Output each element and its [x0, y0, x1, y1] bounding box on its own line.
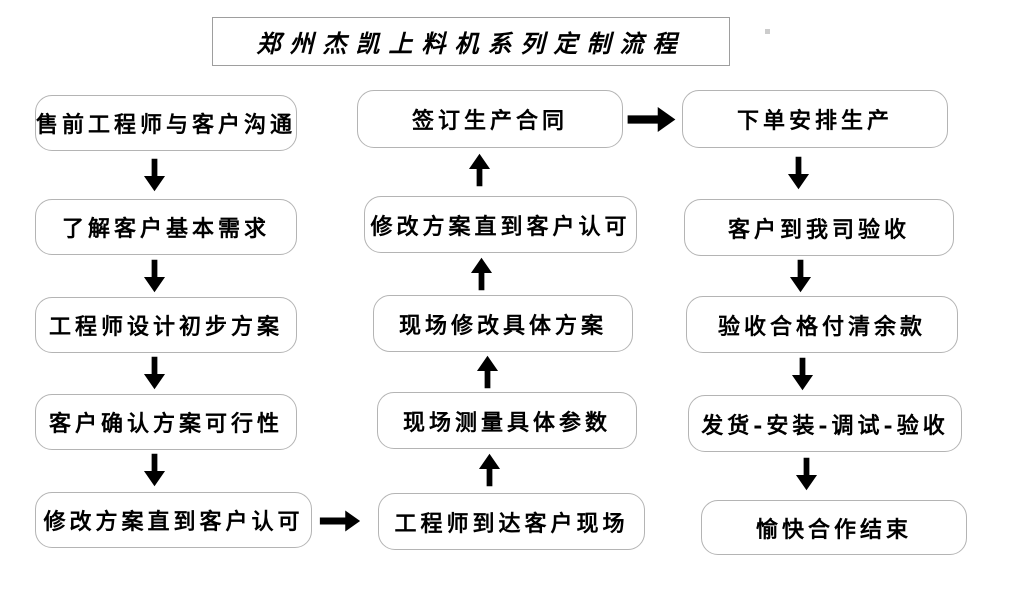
flow-box-label: 了解客户基本需求 — [61, 216, 270, 242]
flow-box-ship-install-debug-accept: 发货-安装-调试-验收 — [688, 395, 962, 452]
arrow-right-icon — [319, 508, 361, 534]
arrow-down-icon — [795, 456, 818, 492]
arrow-down-icon — [143, 258, 166, 294]
arrow-down-icon — [143, 452, 166, 488]
arrow-up-icon — [476, 354, 499, 390]
arrow-up-icon — [468, 152, 491, 188]
flow-box-label: 工程师到达客户现场 — [394, 510, 629, 537]
arrow-down-icon — [143, 355, 166, 391]
flow-box-sign-contract: 签订生产合同 — [357, 90, 623, 148]
arrow-right-icon — [625, 106, 678, 133]
flow-box-label: 客户确认方案可行性 — [48, 411, 283, 437]
flow-box-label: 现场测量具体参数 — [402, 409, 611, 436]
flow-box-confirm-feasibility: 客户确认方案可行性 — [35, 394, 297, 450]
flow-box-label: 发货-安装-调试-验收 — [701, 412, 949, 439]
flow-box-place-order-production: 下单安排生产 — [682, 90, 948, 148]
flow-box-revise-until-approved-left: 修改方案直到客户认可 — [35, 492, 312, 548]
arrow-down-icon — [143, 157, 166, 193]
flow-box-onsite-modify-plan: 现场修改具体方案 — [373, 295, 633, 352]
flow-box-happy-cooperation-end: 愉快合作结束 — [701, 500, 967, 555]
arrow-down-icon — [791, 356, 814, 392]
flow-box-engineer-arrives-site: 工程师到达客户现场 — [378, 493, 645, 550]
flow-box-label: 签订生产合同 — [411, 108, 568, 134]
flow-box-revise-until-approved-middle: 修改方案直到客户认可 — [364, 196, 637, 253]
page-title: 郑州杰凯上料机系列定制流程 — [256, 29, 686, 58]
arrow-up-icon — [478, 452, 501, 488]
flow-box-presales-communication: 售前工程师与客户沟通 — [35, 95, 297, 151]
flow-box-preliminary-design: 工程师设计初步方案 — [35, 297, 297, 353]
flow-box-label: 售前工程师与客户沟通 — [36, 112, 297, 138]
flow-box-customer-acceptance-visit: 客户到我司验收 — [684, 199, 954, 256]
flow-box-pay-balance: 验收合格付清余款 — [686, 296, 958, 353]
flow-box-label: 客户到我司验收 — [727, 216, 910, 243]
flow-box-label: 工程师设计初步方案 — [48, 314, 283, 340]
arrow-down-icon — [787, 155, 810, 191]
flow-box-label: 下单安排生产 — [736, 108, 893, 134]
flow-box-label: 愉快合作结束 — [755, 516, 912, 543]
arrow-down-icon — [789, 258, 812, 294]
title-box: 郑州杰凯上料机系列定制流程 — [212, 17, 730, 66]
arrow-up-icon — [470, 256, 493, 292]
flow-box-onsite-measure-parameters: 现场测量具体参数 — [377, 392, 637, 449]
flow-box-understand-needs: 了解客户基本需求 — [35, 199, 297, 255]
flow-box-label: 修改方案直到客户认可 — [43, 509, 304, 535]
flow-box-label: 验收合格付清余款 — [717, 313, 926, 340]
stray-dot — [765, 29, 770, 34]
flow-box-label: 现场修改具体方案 — [398, 312, 607, 339]
flow-box-label: 修改方案直到客户认可 — [370, 213, 631, 240]
